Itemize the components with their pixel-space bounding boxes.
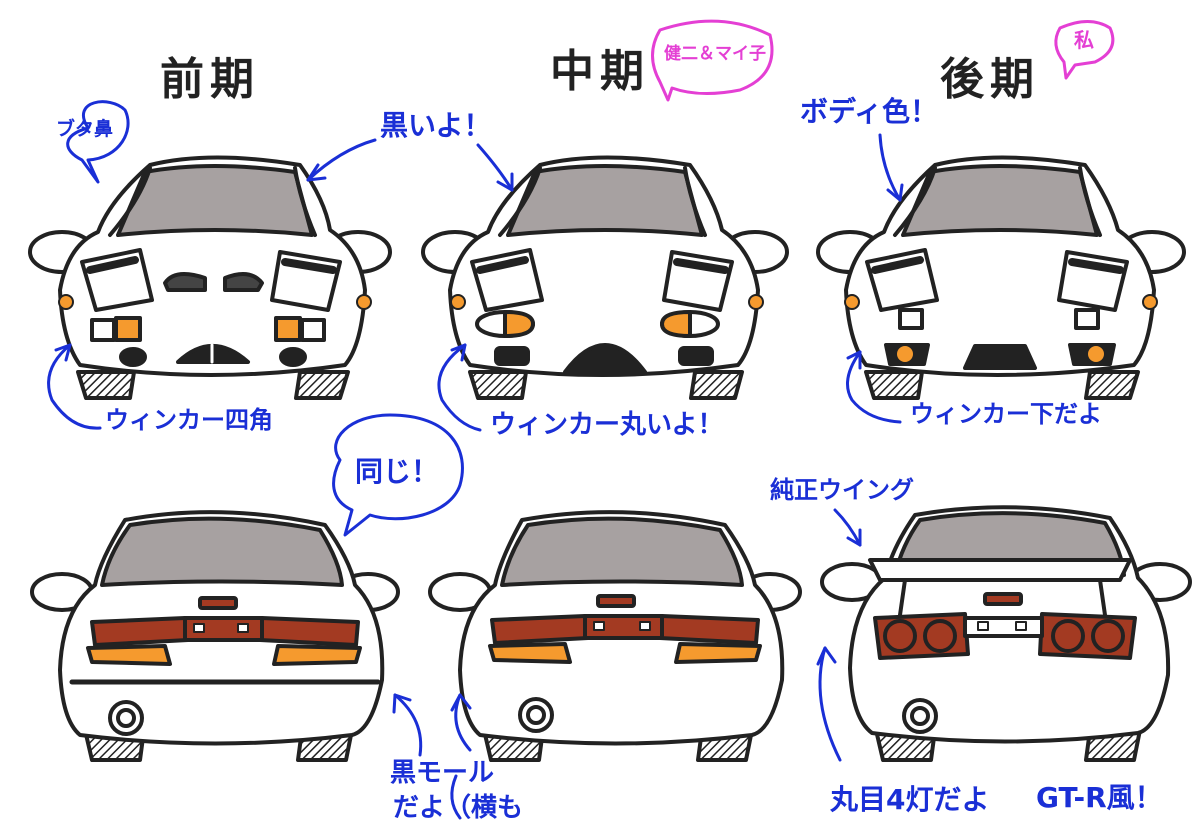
- note-stock-wing: 純正ウイング: [770, 476, 914, 504]
- period-middle-title: 中期: [550, 46, 650, 97]
- middle-owner-tag: 健二＆マイ子: [664, 44, 766, 64]
- note-buta-bana: ブタ鼻: [56, 118, 114, 140]
- note-black-mold-side: だよ（横も: [393, 793, 524, 823]
- period-early-title: 前期: [160, 54, 260, 105]
- note-same: 同じ！: [355, 455, 440, 488]
- front-late-car: [816, 155, 1186, 400]
- note-round-lamps: 丸目4灯だよ: [830, 783, 990, 816]
- note-black: 黒いよ！: [380, 109, 492, 142]
- note-winker-square: ウィンカー四角: [105, 406, 273, 434]
- late-owner-tag: 私: [1074, 28, 1094, 52]
- note-body-color: ボディ色！: [800, 95, 939, 128]
- owner-tag-strokes: [651, 19, 1115, 102]
- rear-early-car: [30, 510, 400, 762]
- note-winker-round: ウィンカー丸いよ！: [490, 410, 724, 440]
- note-black-mold: 黒モール: [390, 758, 495, 788]
- annotation-strokes: [47, 100, 904, 820]
- front-early-car: [28, 155, 392, 400]
- rear-middle-car: [428, 510, 802, 762]
- period-late-title: 後期: [940, 54, 1040, 105]
- note-winker-low: ウィンカー下だよ: [910, 400, 1102, 428]
- note-gtr-style: GT-R風！: [1036, 781, 1163, 814]
- front-middle-car: [421, 155, 789, 400]
- rear-late-car: [820, 505, 1192, 762]
